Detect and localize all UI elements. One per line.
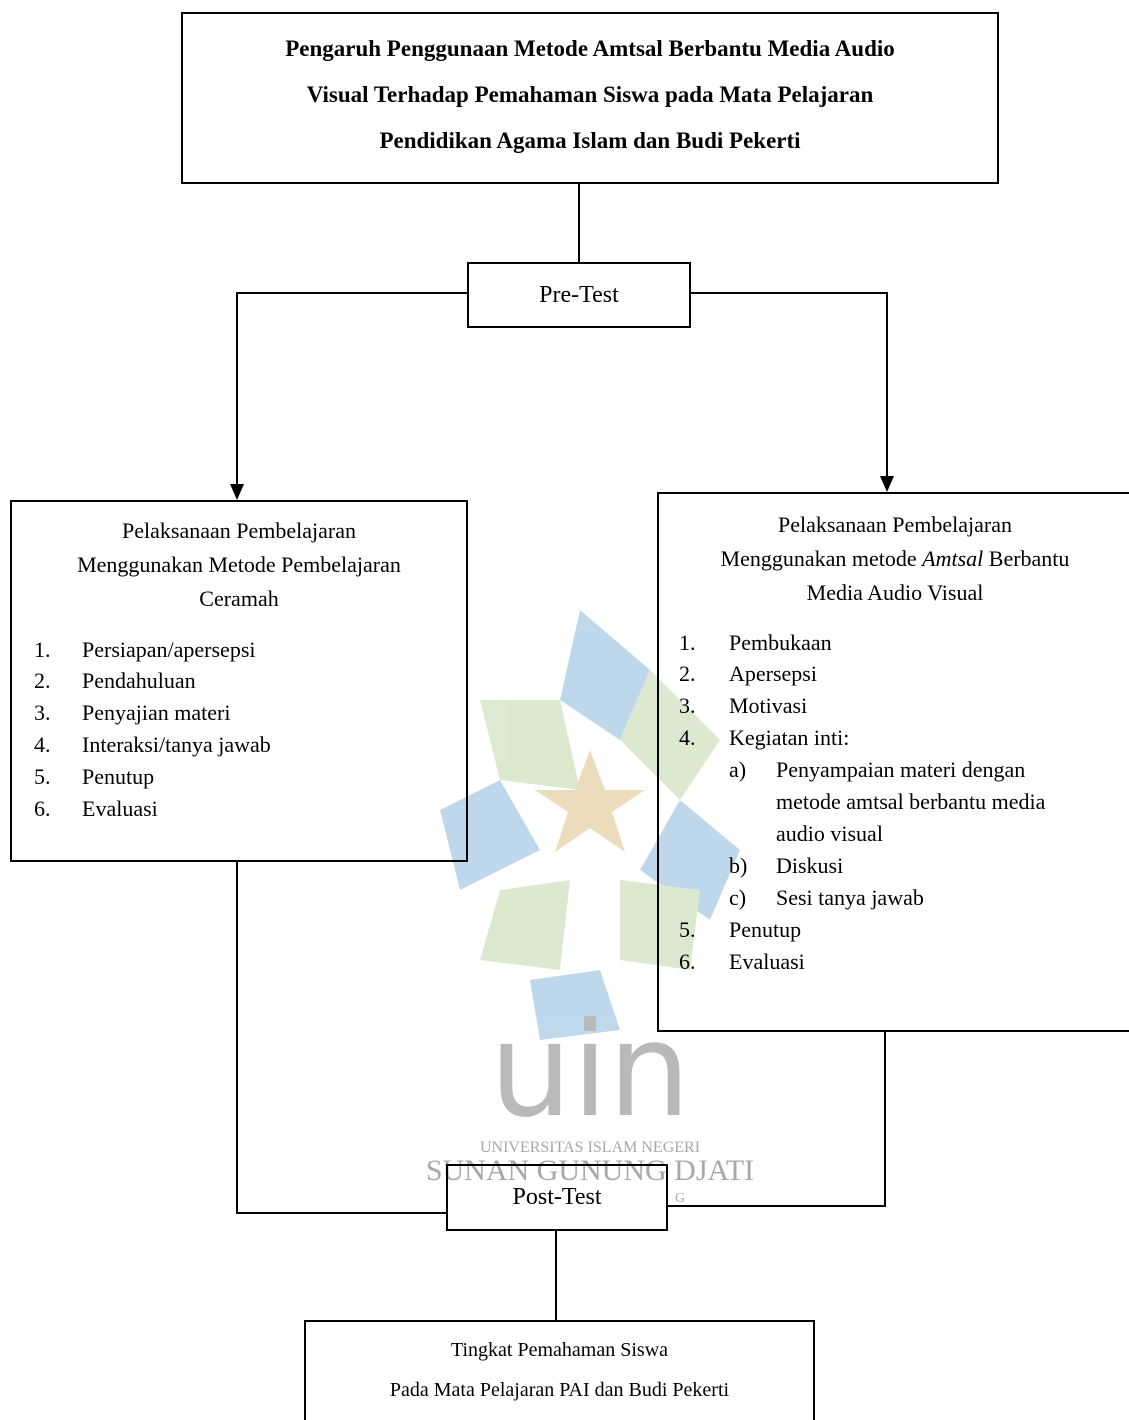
outcome-line-1: Tingkat Pemahaman Siswa bbox=[450, 1339, 669, 1361]
connector-pretest-right-vertical bbox=[886, 292, 888, 476]
amtsal-heading-line-2: Menggunakan metode Amtsal Berbantu bbox=[720, 546, 1070, 571]
list-subitem-continued: audio visual bbox=[776, 821, 883, 846]
amtsal-heading-line-3: Media Audio Visual bbox=[806, 580, 984, 605]
lecture-heading-line-1: Pelaksanaan Pembelajaran bbox=[122, 518, 356, 543]
title-line-1: Pengaruh Penggunaan Metode Amtsal Berban… bbox=[285, 36, 895, 61]
arrow-to-right-box bbox=[880, 476, 894, 492]
lecture-heading-line-2: Menggunakan Metode Pembelajaran bbox=[77, 552, 401, 577]
watermark-university-line: UNIVERSITAS ISLAM NEGERI bbox=[480, 1139, 700, 1156]
title-line-3: Pendidikan Agama Islam dan Budi Pekerti bbox=[379, 128, 801, 153]
connector-posttest-to-final bbox=[555, 1231, 557, 1320]
connector-right-box-down bbox=[884, 1032, 886, 1207]
connector-left-to-posttest bbox=[236, 1212, 446, 1214]
amtsal-heading-line-1: Pelaksanaan Pembelajaran bbox=[778, 512, 1012, 537]
connector-pretest-right-horizontal bbox=[691, 292, 888, 294]
outcome-line-2: Pada Mata Pelajaran PAI dan Budi Pekerti bbox=[389, 1379, 730, 1401]
connector-pretest-left-horizontal bbox=[236, 292, 467, 294]
watermark-city-line: G bbox=[675, 1191, 685, 1206]
pretest-box: Pre-Test bbox=[467, 262, 691, 328]
amtsal-method-box: Pelaksanaan Pembelajaran Menggunakan met… bbox=[657, 492, 1129, 1032]
connector-left-box-down bbox=[236, 862, 238, 1214]
lecture-steps-list: 1.Persiapan/apersepsi 2.Pendahuluan 3.Pe… bbox=[34, 637, 271, 821]
pretest-label: Pre-Test bbox=[539, 281, 619, 308]
connector-right-to-posttest bbox=[668, 1205, 886, 1207]
outcome-box: Tingkat Pemahaman Siswa Pada Mata Pelaja… bbox=[304, 1320, 815, 1420]
connector-title-to-pretest bbox=[578, 184, 580, 262]
arrow-to-left-box bbox=[230, 484, 244, 500]
connector-pretest-left-vertical bbox=[236, 292, 238, 484]
posttest-box: Post-Test bbox=[446, 1164, 668, 1231]
list-subitem-continued: metode amtsal berbantu media bbox=[776, 789, 1046, 814]
title-line-2: Visual Terhadap Pemahaman Siswa pada Mat… bbox=[306, 82, 874, 107]
amtsal-steps-list: 1.Pembukaan 2.Apersepsi 3.Motivasi 4.Keg… bbox=[679, 630, 1046, 974]
lecture-method-box: Pelaksanaan Pembelajaran Menggunakan Met… bbox=[10, 500, 468, 862]
title-box: Pengaruh Penggunaan Metode Amtsal Berban… bbox=[181, 12, 999, 184]
lecture-heading-line-3: Ceramah bbox=[199, 586, 279, 611]
posttest-label: Post-Test bbox=[512, 1184, 602, 1210]
